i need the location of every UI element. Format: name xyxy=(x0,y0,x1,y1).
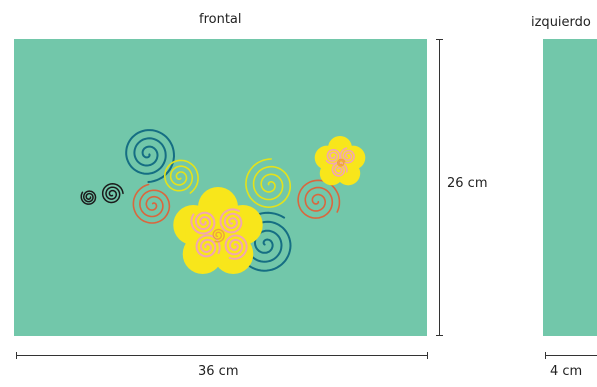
spiral-artwork xyxy=(14,39,427,336)
yellow-spiral xyxy=(245,158,292,209)
flower-orange-spiral xyxy=(212,228,225,243)
flower-pink-spiral xyxy=(190,211,216,235)
width-dimension-line xyxy=(16,355,428,356)
left-width-line xyxy=(545,355,597,356)
front-width-label: 36 cm xyxy=(198,364,239,379)
left-view-title: izquierdo xyxy=(531,15,591,30)
orange-spiral xyxy=(132,183,171,224)
width-dimension-right-tick xyxy=(427,352,428,359)
flower-orange-spiral xyxy=(337,158,346,167)
flower-pink-spiral xyxy=(195,234,221,258)
flower-pink-spiral xyxy=(219,208,243,234)
yellow-spiral xyxy=(163,159,199,194)
teal-spiral xyxy=(125,129,176,183)
front-view-title: frontal xyxy=(199,12,242,27)
flower-pink-spiral xyxy=(224,234,248,260)
teal-spiral xyxy=(236,211,292,272)
front-panel xyxy=(14,39,427,336)
black-spiral xyxy=(101,183,124,204)
left-width-label: 4 cm xyxy=(550,364,583,379)
height-dimension-bottom-tick xyxy=(436,335,443,336)
left-panel xyxy=(543,39,597,336)
black-spiral xyxy=(80,190,97,205)
orange-spiral xyxy=(297,179,341,219)
front-height-label: 26 cm xyxy=(447,176,488,191)
height-dimension-line xyxy=(439,39,440,336)
